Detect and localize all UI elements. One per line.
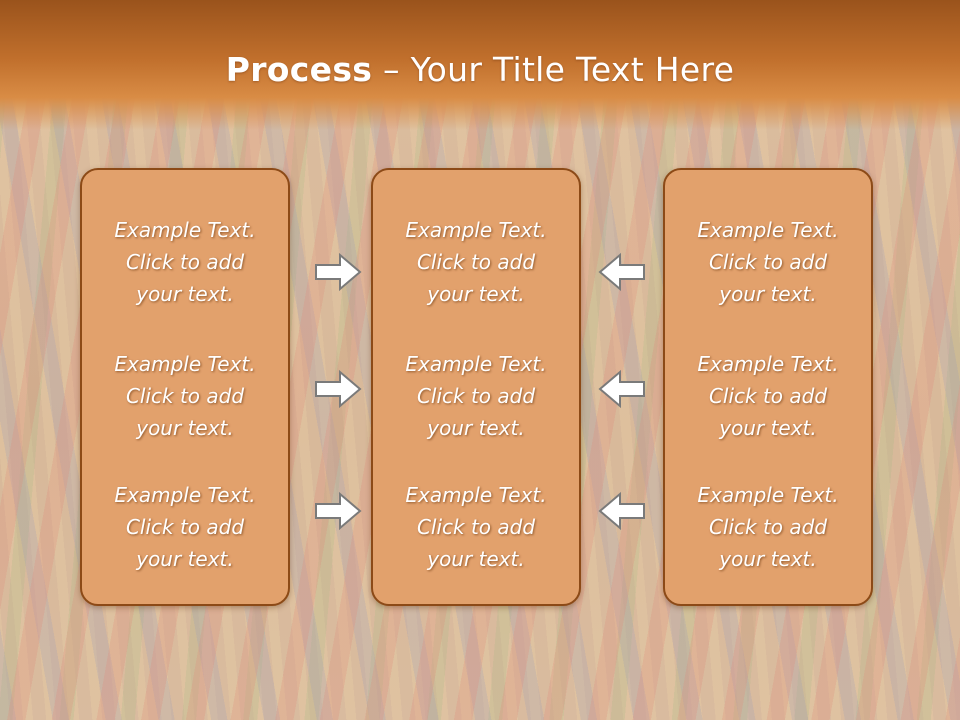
title-bold-part: Process xyxy=(225,50,373,89)
title-rest-part: – Your Title Text Here xyxy=(372,50,735,89)
center-text-panel[interactable]: Example Text. Click to add your text. Ex… xyxy=(371,168,581,606)
left-text-panel[interactable]: Example Text. Click to add your text. Ex… xyxy=(80,168,290,606)
center-panel-text-3[interactable]: Example Text. Click to add your text. xyxy=(405,483,547,571)
left-arrow-icon[interactable] xyxy=(598,252,646,292)
left-panel-text-3[interactable]: Example Text. Click to add your text. xyxy=(114,483,256,571)
right-arrow-icon[interactable] xyxy=(314,252,362,292)
left-panel-text-2[interactable]: Example Text. Click to add your text. xyxy=(114,352,256,440)
left-panel-text-1[interactable]: Example Text. Click to add your text. xyxy=(114,218,256,306)
slide-title[interactable]: Process – Your Title Text Here xyxy=(0,50,960,89)
title-bar xyxy=(0,0,960,130)
left-arrow-icon[interactable] xyxy=(598,369,646,409)
right-panel-text-2[interactable]: Example Text. Click to add your text. xyxy=(697,352,839,440)
right-panel-text-3[interactable]: Example Text. Click to add your text. xyxy=(697,483,839,571)
left-arrow-icon[interactable] xyxy=(598,491,646,531)
right-text-panel[interactable]: Example Text. Click to add your text. Ex… xyxy=(663,168,873,606)
center-panel-text-2[interactable]: Example Text. Click to add your text. xyxy=(405,352,547,440)
right-arrow-icon[interactable] xyxy=(314,491,362,531)
center-panel-text-1[interactable]: Example Text. Click to add your text. xyxy=(405,218,547,306)
right-arrow-icon[interactable] xyxy=(314,369,362,409)
right-panel-text-1[interactable]: Example Text. Click to add your text. xyxy=(697,218,839,306)
